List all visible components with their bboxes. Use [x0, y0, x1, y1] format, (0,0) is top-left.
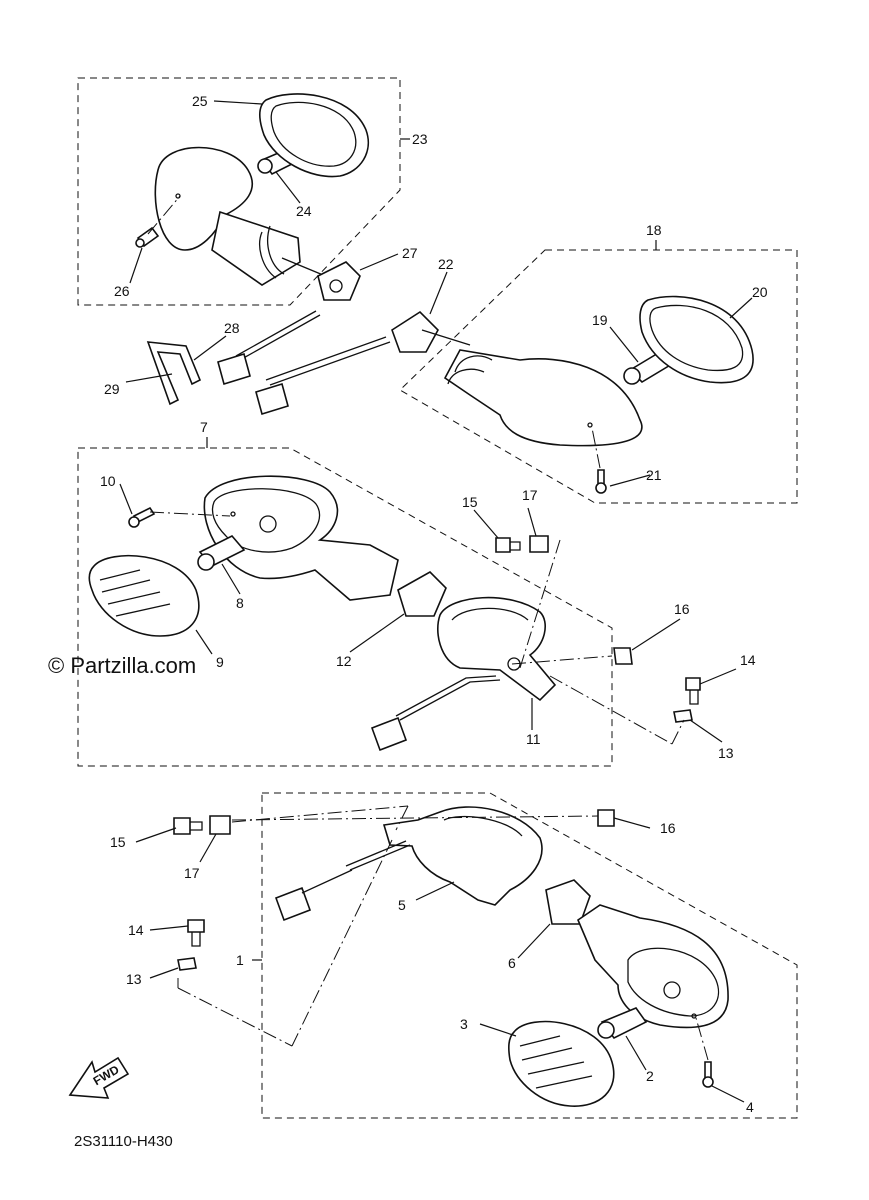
connector-upper-b	[255, 382, 289, 416]
callout-2: 2	[646, 1068, 654, 1084]
socket-22	[391, 310, 439, 353]
assembly-1-group	[173, 792, 798, 1119]
callout-24: 24	[296, 203, 312, 219]
collar-17	[529, 535, 549, 553]
turn-signal-housing-18	[443, 349, 643, 447]
callout-23: 23	[412, 131, 428, 147]
connector-mid	[370, 716, 408, 752]
grommet-6	[545, 879, 591, 925]
callout-14b: 14	[128, 922, 144, 938]
callout-17: 17	[522, 487, 538, 503]
bolt-14	[685, 677, 701, 691]
fwd-arrow: FWD	[68, 1056, 130, 1099]
callout-25: 25	[192, 93, 208, 109]
fwd-arrow-icon	[68, 1056, 130, 1099]
callout-8: 8	[236, 595, 244, 611]
callout-18: 18	[646, 222, 662, 238]
callout-9: 9	[216, 654, 224, 670]
washer-13	[673, 709, 693, 723]
leader-lines	[119, 100, 753, 1103]
stay-11	[437, 596, 557, 702]
callout-16b: 16	[660, 820, 676, 836]
callout-14: 14	[740, 652, 756, 668]
assembly-18-group	[391, 249, 798, 504]
callout-26: 26	[114, 283, 130, 299]
washer-13b	[177, 957, 197, 971]
callout-22: 22	[438, 256, 454, 272]
callout-27: 27	[402, 245, 418, 261]
callout-28: 28	[224, 320, 240, 336]
callout-11: 11	[526, 731, 541, 747]
callout-7: 7	[200, 419, 208, 435]
assembly-1-box	[261, 792, 798, 1119]
collar-17b	[209, 815, 231, 835]
callout-6: 6	[508, 955, 516, 971]
callout-4: 4	[746, 1099, 754, 1115]
nut-16	[613, 647, 633, 665]
assembly-7-box	[77, 447, 613, 767]
watermark: © Partzilla.com	[48, 653, 196, 678]
callout-16: 16	[674, 601, 690, 617]
callout-3: 3	[460, 1016, 468, 1032]
bolt-14b	[187, 919, 205, 933]
assembly-18-box	[399, 249, 798, 504]
connector-28	[217, 352, 251, 386]
callout-29: 29	[104, 381, 120, 397]
upper-wiring	[146, 310, 391, 416]
callout-21: 21	[646, 467, 662, 483]
assembly-23-box	[77, 77, 401, 306]
callout-20: 20	[752, 284, 768, 300]
callout-19: 19	[592, 312, 608, 328]
callout-17b: 17	[184, 865, 200, 881]
housing-stalk-23	[211, 210, 301, 286]
lens-20	[639, 295, 754, 384]
bolt-15	[495, 537, 511, 553]
diagram-code: 2S31110-H430	[74, 1133, 173, 1150]
callout-13b: 13	[126, 971, 142, 987]
nut-16b	[597, 809, 615, 827]
turn-signal-housing-7	[203, 475, 399, 601]
grommet-12	[397, 571, 447, 617]
callout-15: 15	[462, 494, 478, 510]
callout-5: 5	[398, 897, 406, 913]
callout-13: 13	[718, 745, 734, 761]
callout-labels: 25 23 24 26 27 22 18 20 19 21 28 29 7 10…	[100, 93, 768, 1115]
assembly-23-group	[77, 77, 401, 306]
bolt-15b	[173, 817, 191, 835]
stay-5	[382, 806, 543, 906]
callout-10: 10	[100, 473, 116, 489]
turn-signal-housing-1	[577, 904, 729, 1029]
callout-12: 12	[336, 653, 352, 669]
clamp-29	[146, 341, 202, 406]
lens-3	[508, 1020, 615, 1107]
connector-lower	[274, 886, 312, 922]
callout-1: 1	[236, 952, 244, 968]
callout-15b: 15	[110, 834, 126, 850]
assembly-7-group	[77, 447, 701, 767]
